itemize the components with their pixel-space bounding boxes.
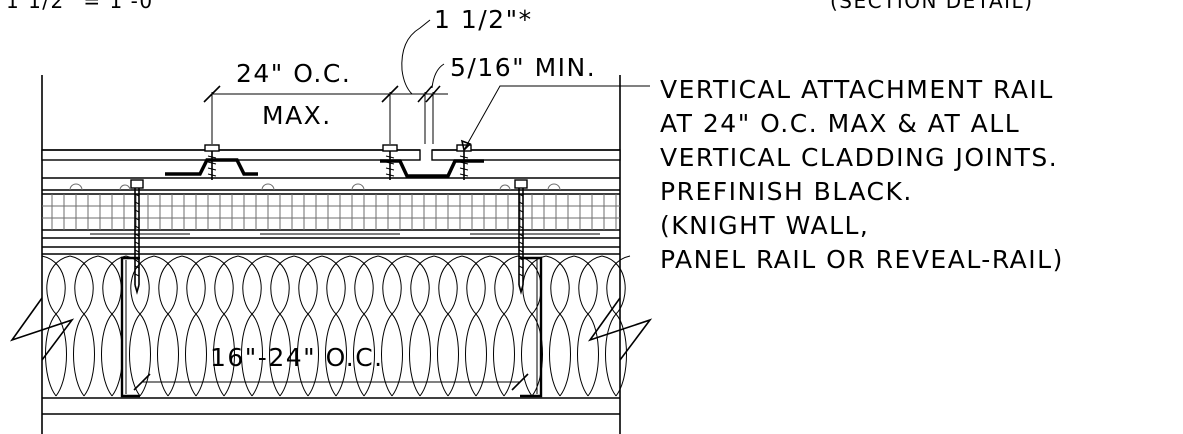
dim-fastener-spacing — [390, 19, 440, 95]
interior-gypsum — [42, 397, 620, 415]
section-label: (SECTION DETAIL) — [830, 0, 1034, 13]
attachment-rail-left — [165, 158, 258, 176]
callout-line-4: PREFINISH BLACK. — [660, 177, 913, 206]
dim-stud-spacing-label: 16"-24" O.C. — [210, 343, 384, 372]
callout-line-6: PANEL RAIL OR REVEAL-RAIL) — [660, 245, 1064, 274]
break-lines — [9, 297, 653, 361]
air-gap-layer — [42, 177, 620, 191]
dim-rail-spacing-max: MAX. — [262, 101, 332, 130]
callout-line-3: VERTICAL CLADDING JOINTS. — [660, 143, 1058, 172]
screw — [514, 179, 528, 295]
dim-rail-spacing — [203, 85, 399, 144]
attachment-rail-joint — [380, 159, 484, 178]
scale-label: 1 1/2" = 1'-0" — [6, 0, 164, 13]
callout-line-5: (KNIGHT WALL, — [660, 211, 869, 240]
insulation-screws — [130, 179, 528, 295]
cladding-panels — [41, 149, 621, 161]
callout-note: VERTICAL ATTACHMENT RAIL AT 24" O.C. MAX… — [660, 75, 1064, 274]
steel-stud-left — [120, 256, 140, 398]
rigid-insulation — [42, 193, 620, 248]
dim-joint-gap — [417, 63, 448, 144]
dim-fastener-spacing-label: 1 1/2"* — [434, 5, 533, 34]
steel-stud-right — [520, 256, 543, 398]
callout-leader — [460, 85, 650, 152]
dim-stud-spacing — [133, 373, 529, 391]
dim-joint-gap-label: 5/16" MIN. — [450, 53, 596, 82]
callout-line-1: VERTICAL ATTACHMENT RAIL — [660, 75, 1054, 104]
callout-line-2: AT 24" O.C. MAX & AT ALL — [660, 109, 1020, 138]
screw — [130, 179, 144, 295]
fastener — [204, 144, 220, 180]
dim-rail-spacing-label: 24" O.C. — [236, 59, 351, 88]
fastener — [382, 144, 398, 180]
batt-insulation — [41, 255, 631, 397]
